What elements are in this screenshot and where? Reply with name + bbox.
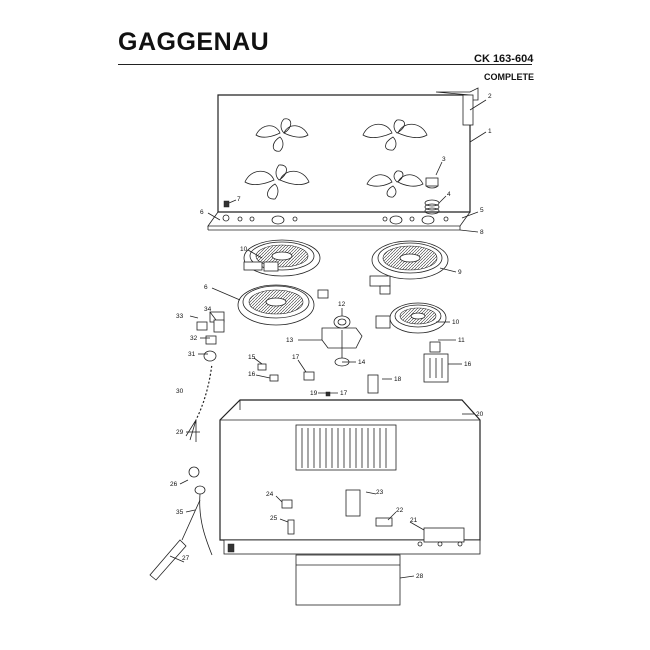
callout-8: 8 — [480, 229, 484, 236]
zone-marking-front-right — [366, 170, 424, 198]
callout-17-upper: 17 — [292, 354, 300, 361]
glass-ceramic-top — [207, 87, 479, 231]
callout-6-element: 6 — [204, 284, 208, 291]
callout-21: 21 — [410, 517, 418, 524]
callout-23: 23 — [376, 489, 384, 496]
cooling-fins — [295, 424, 397, 471]
callout-33: 33 — [176, 313, 184, 320]
small-clips — [257, 363, 379, 397]
leader-lines — [169, 99, 487, 579]
callout-10-rear-left: 10 — [240, 246, 248, 253]
callout-16-left: 16 — [248, 371, 256, 378]
callout-19: 19 — [310, 390, 318, 397]
callout-31: 31 — [188, 351, 196, 358]
callout-35: 35 — [176, 509, 184, 516]
callout-3: 3 — [442, 156, 446, 163]
diagram-variant-label: COMPLETE — [484, 72, 535, 82]
callout-10-front-right: 10 — [452, 319, 460, 326]
model-number: CK 163-604 — [474, 53, 534, 65]
callout-7: 7 — [237, 196, 241, 203]
callout-5: 5 — [480, 207, 484, 214]
heating-element-front-right — [375, 302, 447, 334]
header-divider — [118, 64, 532, 65]
bottom-housing — [219, 399, 481, 606]
callout-32: 32 — [190, 335, 198, 342]
heating-element-front-left — [209, 284, 329, 326]
callout-27: 27 — [182, 555, 190, 562]
limiter-switch — [423, 341, 449, 383]
callout-11: 11 — [458, 337, 465, 344]
callout-14: 14 — [358, 359, 366, 366]
callout-15: 15 — [248, 354, 256, 361]
zone-marking-rear-left — [255, 118, 309, 152]
terminal-bracket — [321, 315, 363, 367]
callout-29: 29 — [176, 429, 184, 436]
power-cable-assembly — [149, 319, 225, 581]
callout-6: 6 — [200, 209, 204, 216]
callout-20: 20 — [476, 411, 484, 418]
callout-9: 9 — [458, 269, 462, 276]
callout-2: 2 — [488, 93, 492, 100]
callout-28: 28 — [416, 573, 424, 580]
zone-marking-front-left — [244, 164, 310, 200]
callout-17-lower: 17 — [340, 390, 348, 397]
callout-26: 26 — [170, 481, 178, 488]
callout-30: 30 — [176, 388, 184, 395]
callout-22: 22 — [396, 507, 404, 514]
zone-marking-rear-right — [362, 119, 428, 151]
callout-13: 13 — [286, 337, 294, 344]
callout-24: 24 — [266, 491, 274, 498]
callout-12: 12 — [338, 301, 346, 308]
heating-element-rear-left — [243, 239, 321, 277]
callout-34: 34 — [204, 306, 212, 313]
callout-18: 18 — [394, 376, 402, 383]
callout-25: 25 — [270, 515, 278, 522]
brand-logo: GAGGENAU — [118, 28, 270, 56]
callout-4: 4 — [447, 191, 451, 198]
heating-element-rear-right — [369, 240, 449, 295]
callout-numbers: 2 1 3 4 5 6 7 8 10 9 6 10 11 16 12 13 14… — [170, 93, 492, 580]
callout-16-right: 16 — [464, 361, 472, 368]
callout-1: 1 — [488, 128, 492, 135]
